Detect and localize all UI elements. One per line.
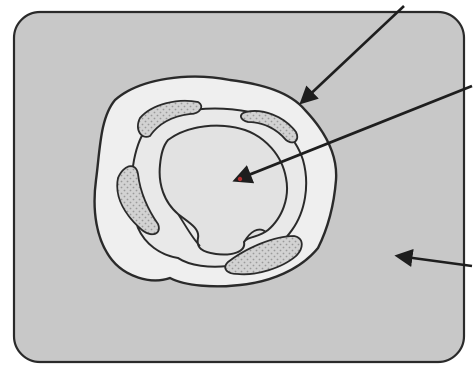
center-marker xyxy=(238,177,242,181)
